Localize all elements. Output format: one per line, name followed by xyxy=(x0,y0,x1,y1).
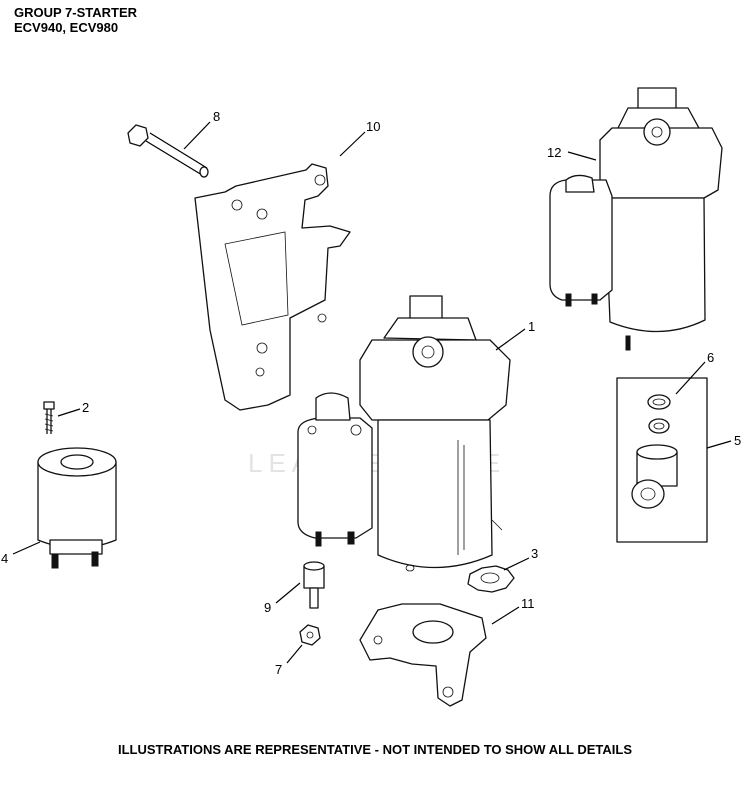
callout-6: 6 xyxy=(707,350,714,365)
callout-4: 4 xyxy=(1,551,8,566)
part-1-starter-motor[interactable] xyxy=(297,295,511,572)
callout-12: 12 xyxy=(547,145,561,160)
callout-numbers: 1 2 3 4 5 6 7 8 9 10 11 12 xyxy=(1,109,741,677)
part-11-mounting-plate[interactable] xyxy=(359,603,487,707)
callout-11: 11 xyxy=(521,596,535,611)
part-3-clip[interactable] xyxy=(467,565,515,593)
callout-1: 1 xyxy=(528,319,535,334)
callout-5: 5 xyxy=(734,433,741,448)
part-8-bolt[interactable] xyxy=(127,124,209,178)
part-12-starter-assembly[interactable] xyxy=(549,87,723,351)
part-10-bracket[interactable] xyxy=(194,163,351,411)
callout-10: 10 xyxy=(366,119,380,134)
part-7-nut[interactable] xyxy=(299,624,321,646)
part-2-screw[interactable] xyxy=(43,401,55,434)
part-5-drive-kit[interactable] xyxy=(616,377,708,543)
part-4-solenoid[interactable] xyxy=(37,447,117,569)
callout-9: 9 xyxy=(264,600,271,615)
callout-8: 8 xyxy=(213,109,220,124)
callout-7: 7 xyxy=(275,662,282,677)
callout-2: 2 xyxy=(82,400,89,415)
disclaimer-footer: ILLUSTRATIONS ARE REPRESENTATIVE - NOT I… xyxy=(118,742,632,757)
page-title: GROUP 7-STARTER xyxy=(14,5,138,20)
engine-models: ECV940, ECV980 xyxy=(14,20,119,35)
leader-lines xyxy=(12,121,732,664)
callout-3: 3 xyxy=(531,546,538,561)
part-9-spacer[interactable] xyxy=(303,561,325,609)
